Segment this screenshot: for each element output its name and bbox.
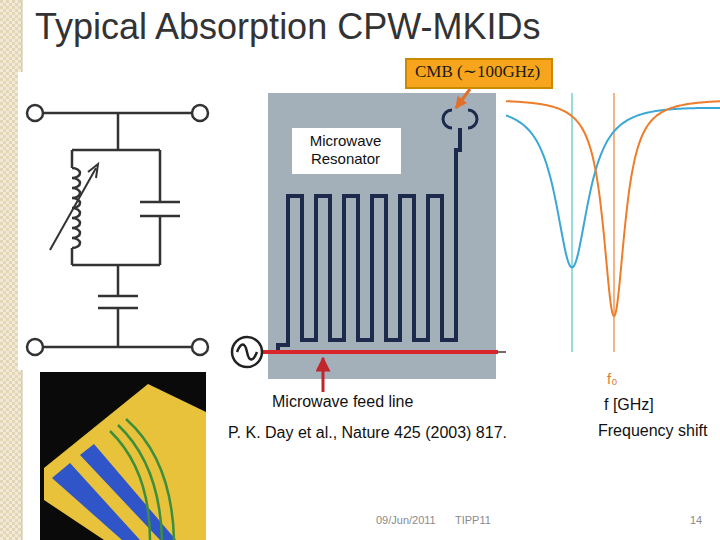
circuit-diagram bbox=[117, 265, 120, 296]
resonance-curve bbox=[506, 101, 720, 316]
page-number: 14 bbox=[690, 514, 702, 527]
simulation-image bbox=[40, 372, 206, 540]
reference-note: P. K. Day et al., Nature 425 (2003) 817. bbox=[228, 424, 507, 442]
node-text: CMB (∼100GHz) bbox=[415, 62, 543, 82]
circuit-diagram bbox=[71, 248, 74, 265]
circuit-diagram bbox=[18, 72, 236, 370]
circuit-diagram bbox=[117, 308, 120, 347]
circuit-diagram bbox=[72, 149, 160, 152]
circuit-diagram bbox=[27, 339, 43, 355]
circuit-diagram bbox=[18, 72, 236, 370]
image-trace bbox=[110, 419, 174, 540]
source-symbol bbox=[232, 337, 262, 367]
image-ground bbox=[40, 372, 206, 540]
circuit-diagram bbox=[98, 295, 138, 298]
circuit-diagram bbox=[27, 105, 43, 121]
circuit-diagram bbox=[72, 264, 160, 267]
resonator-photo bbox=[268, 93, 496, 379]
circuit-diagram bbox=[192, 105, 208, 121]
circuit-diagram bbox=[117, 113, 120, 150]
resonance-plot bbox=[506, 93, 720, 355]
feed-line bbox=[262, 350, 498, 354]
photo-ground bbox=[268, 93, 496, 379]
node-text: Microwave Resonator bbox=[298, 132, 393, 168]
circuit-diagram bbox=[50, 168, 96, 250]
antenna bbox=[443, 110, 477, 128]
axis-label: f [GHz] bbox=[604, 396, 654, 414]
source-box: CMB (∼100GHz) bbox=[405, 58, 553, 89]
image-plane bbox=[44, 384, 206, 540]
circuit-diagram bbox=[159, 216, 162, 265]
circuit-diagram bbox=[140, 201, 180, 204]
caption-note: Frequency shift bbox=[598, 422, 707, 440]
axis-label: f₀ bbox=[607, 370, 617, 387]
feed-line bbox=[232, 89, 720, 392]
source-symbol bbox=[237, 345, 257, 360]
callout-box: Microwave Resonator bbox=[292, 128, 401, 174]
plot-ground bbox=[506, 93, 720, 355]
marker-line bbox=[571, 93, 572, 352]
footer-date: 09/Jun/2011 bbox=[376, 514, 436, 527]
slide-title: Typical Absorption CPW-MKIDs bbox=[35, 6, 541, 47]
leader-arrow bbox=[322, 358, 325, 392]
meander-line bbox=[278, 128, 460, 352]
line-label: Microwave feed line bbox=[272, 393, 413, 411]
circuit-diagram bbox=[159, 150, 162, 202]
resonance-curve bbox=[506, 108, 720, 268]
footer-event: TIPP11 bbox=[455, 514, 491, 527]
circuit-diagram bbox=[88, 164, 98, 178]
circuit-diagram bbox=[192, 339, 208, 355]
circuit-diagram bbox=[71, 150, 74, 168]
leader-arrow bbox=[456, 89, 470, 108]
